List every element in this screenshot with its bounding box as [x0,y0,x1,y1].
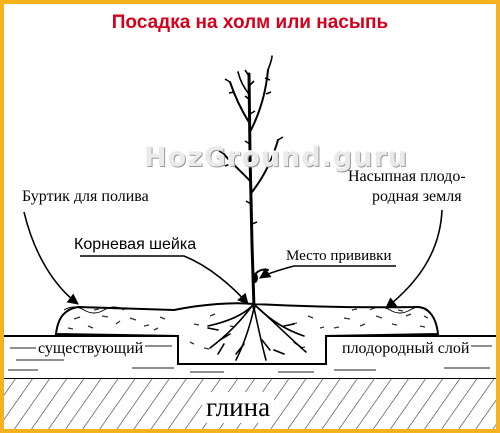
tree-buds [218,69,284,225]
planting-diagram [4,55,496,429]
tree-roots [207,305,307,361]
label-burtik: Буртик для полива [22,188,149,205]
graft-mark [252,273,258,283]
label-fill-line1: Насыпная плодо- [348,168,466,185]
label-existing: существующий [36,340,146,358]
label-graft: Место прививки [286,248,392,264]
tree-trunk [223,55,279,310]
label-root-collar: Корневая шейка [74,236,197,253]
arrow-root-collar [80,255,249,305]
leader-arrows [23,209,443,309]
page-title: Посадка на холм или насыпь [111,12,389,33]
label-fill-line2: родная земля [372,188,462,205]
label-fertile-layer: плодородный слой [340,340,472,358]
watermark: HozGround.guru [144,142,409,173]
label-clay: глина [202,392,275,423]
arrow-burtik [23,211,79,305]
arrow-graft [259,265,396,279]
arrow-fill [385,209,443,309]
